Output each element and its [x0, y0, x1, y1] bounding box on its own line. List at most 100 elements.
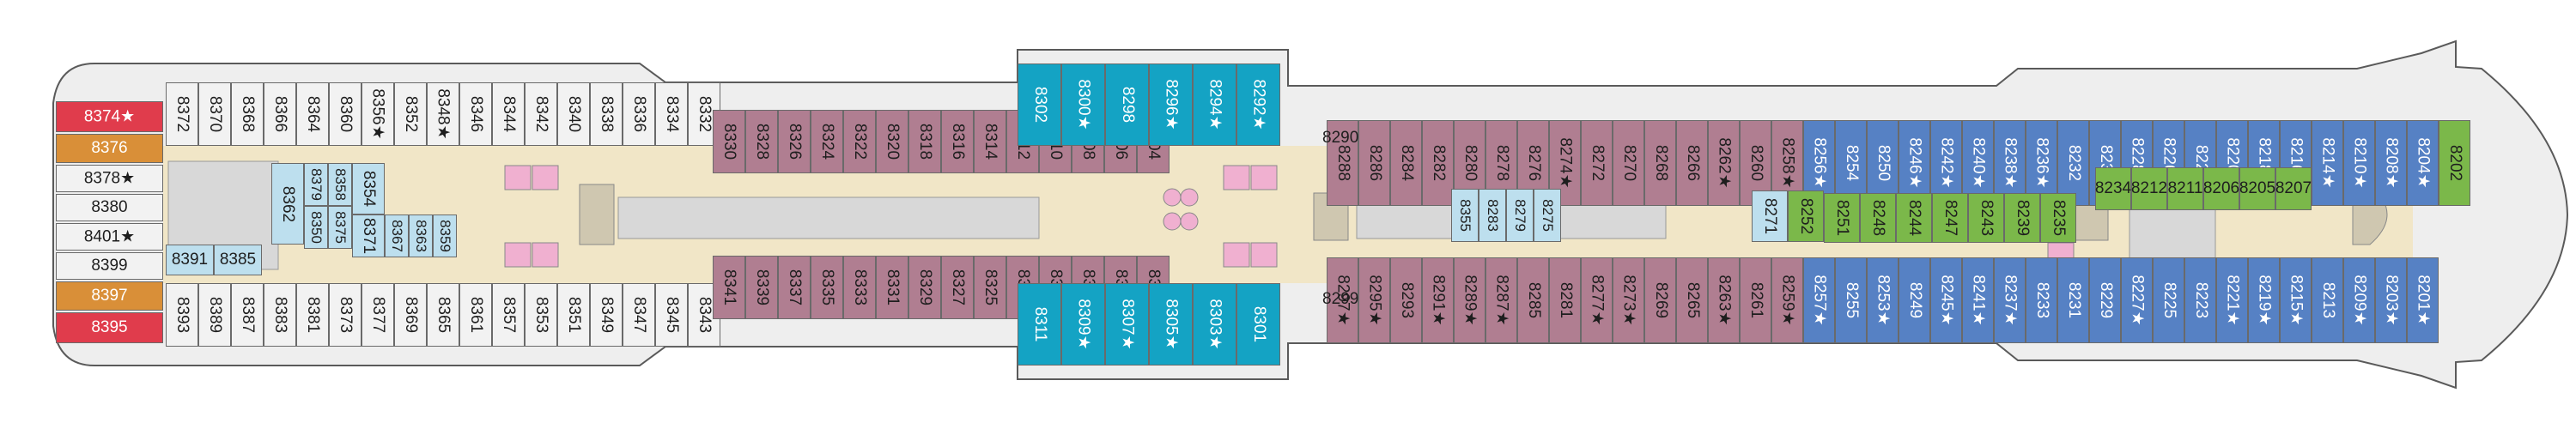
cabin-8301[interactable]: 8301 [1236, 283, 1280, 366]
cabin-8361[interactable]: 8361 [459, 283, 492, 347]
cabin-8351[interactable]: 8351 [557, 283, 590, 347]
cabin-8285[interactable]: 8285 [1517, 257, 1549, 343]
cabin-8229[interactable]: 8229 [2089, 257, 2121, 343]
cabin-8250[interactable]: 8250 [1867, 120, 1899, 206]
cabin-8324[interactable]: 8324 [811, 110, 843, 173]
cabin-8231[interactable]: 8231 [2057, 257, 2089, 343]
cabin-8333[interactable]: 8333 [843, 256, 876, 319]
cabin-8238[interactable]: 8238★ [1994, 120, 2026, 206]
cabin-8245[interactable]: 8245★ [1930, 257, 1962, 343]
cabin-8261[interactable]: 8261 [1740, 257, 1771, 343]
cabin-8287[interactable]: 8287★ [1485, 257, 1517, 343]
cabin-8335[interactable]: 8335 [811, 256, 843, 319]
cabin-8251[interactable]: 8251 [1824, 193, 1860, 243]
cabin-8289[interactable]: 8289★ [1454, 257, 1485, 343]
cabin-8383[interactable]: 8383 [264, 283, 296, 347]
cabin-8363[interactable]: 8363 [409, 214, 433, 257]
cabin-8263[interactable]: 8263★ [1708, 257, 1740, 343]
cabin-8327[interactable]: 8327 [941, 256, 974, 319]
cabin-8354[interactable]: 8354 [352, 163, 385, 214]
cabin-8369[interactable]: 8369 [394, 283, 427, 347]
cabin-8314[interactable]: 8314 [974, 110, 1006, 173]
cabin-8291[interactable]: 8291★ [1422, 257, 1454, 343]
cabin-8282[interactable]: 8282 [1422, 120, 1454, 206]
cabin-8270[interactable]: 8270 [1613, 120, 1644, 206]
cabin-8358[interactable]: 8358 [328, 163, 352, 206]
cabin-8307[interactable]: 8307★ [1105, 283, 1149, 366]
cabin-8212[interactable]: 8212 [2131, 167, 2167, 210]
cabin-8345[interactable]: 8345 [655, 283, 688, 347]
cabin-8215[interactable]: 8215★ [2280, 257, 2312, 343]
cabin-8234[interactable]: 8234 [2095, 167, 2131, 210]
cabin-8349[interactable]: 8349 [590, 283, 623, 347]
cabin-8221[interactable]: 8221★ [2216, 257, 2248, 343]
cabin-8305[interactable]: 8305★ [1149, 283, 1193, 366]
cabin-8206[interactable]: 8206 [2203, 167, 2239, 210]
cabin-8246[interactable]: 8246★ [1899, 120, 1930, 206]
cabin-8399[interactable]: 8399 [56, 252, 163, 280]
cabin-8210[interactable]: 8210★ [2343, 120, 2375, 206]
cabin-8249[interactable]: 8249 [1899, 257, 1930, 343]
cabin-8350[interactable]: 8350 [304, 206, 328, 249]
cabin-8387[interactable]: 8387 [231, 283, 264, 347]
cabin-8243[interactable]: 8243 [1968, 193, 2004, 243]
cabin-8373[interactable]: 8373 [329, 283, 361, 347]
cabin-8364[interactable]: 8364 [296, 82, 329, 146]
cabin-8240[interactable]: 8240★ [1962, 120, 1994, 206]
cabin-8298[interactable]: 8298 [1105, 63, 1149, 146]
cabin-8269[interactable]: 8269 [1644, 257, 1676, 343]
cabin-8213[interactable]: 8213 [2312, 257, 2343, 343]
cabin-8255[interactable]: 8255 [1835, 257, 1867, 343]
cabin-8296[interactable]: 8296★ [1149, 63, 1193, 146]
cabin-8208[interactable]: 8208★ [2375, 120, 2407, 206]
cabin-8293[interactable]: 8293 [1390, 257, 1422, 343]
cabin-8302[interactable]: 8302 [1018, 63, 1061, 146]
cabin-8393[interactable]: 8393 [166, 283, 198, 347]
cabin-8279[interactable]: 8279 [1506, 189, 1534, 242]
cabin-8339[interactable]: 8339 [745, 256, 778, 319]
cabin-8344[interactable]: 8344 [492, 82, 525, 146]
cabin-8353[interactable]: 8353 [525, 283, 557, 347]
cabin-8254[interactable]: 8254 [1835, 120, 1867, 206]
cabin-8320[interactable]: 8320 [876, 110, 908, 173]
cabin-8346[interactable]: 8346 [459, 82, 492, 146]
cabin-8340[interactable]: 8340 [557, 82, 590, 146]
cabin-8401[interactable]: 8401★ [56, 223, 163, 251]
cabin-8223[interactable]: 8223 [2184, 257, 2216, 343]
cabin-8205[interactable]: 8205 [2239, 167, 2275, 210]
cabin-8295[interactable]: 8295★ [1358, 257, 1390, 343]
cabin-8297[interactable]: 8297★ [1327, 257, 1358, 343]
cabin-8259[interactable]: 8259★ [1771, 257, 1803, 343]
cabin-8341[interactable]: 8341 [713, 256, 745, 319]
cabin-8265[interactable]: 8265 [1676, 257, 1708, 343]
cabin-8330[interactable]: 8330 [713, 110, 745, 173]
cabin-8375[interactable]: 8375 [328, 206, 352, 249]
cabin-8381[interactable]: 8381 [296, 283, 329, 347]
cabin-8273[interactable]: 8273★ [1613, 257, 1644, 343]
cabin-8309[interactable]: 8309★ [1061, 283, 1105, 366]
cabin-8303[interactable]: 8303★ [1193, 283, 1236, 366]
cabin-8397[interactable]: 8397 [56, 281, 163, 311]
cabin-8378[interactable]: 8378★ [56, 165, 163, 192]
cabin-8367[interactable]: 8367 [385, 214, 409, 257]
cabin-8294[interactable]: 8294★ [1193, 63, 1236, 146]
cabin-8262[interactable]: 8262★ [1708, 120, 1740, 206]
cabin-8207[interactable]: 8207 [2275, 167, 2312, 210]
cabin-8389[interactable]: 8389 [198, 283, 231, 347]
cabin-8368[interactable]: 8368 [231, 82, 264, 146]
cabin-8237[interactable]: 8237★ [1994, 257, 2026, 343]
cabin-8379[interactable]: 8379 [304, 163, 328, 206]
cabin-8365[interactable]: 8365 [427, 283, 459, 347]
cabin-8236[interactable]: 8236★ [2026, 120, 2057, 206]
cabin-8374[interactable]: 8374★ [56, 101, 163, 132]
cabin-8202[interactable]: 8202 [2439, 120, 2470, 206]
cabin-8283[interactable]: 8283 [1479, 189, 1506, 242]
cabin-8326[interactable]: 8326 [778, 110, 811, 173]
cabin-8288[interactable]: 8288 [1327, 120, 1358, 206]
cabin-8203[interactable]: 8203★ [2375, 257, 2407, 343]
cabin-8272[interactable]: 8272 [1581, 120, 1613, 206]
cabin-8391[interactable]: 8391 [166, 245, 214, 275]
cabin-8356[interactable]: 8356★ [361, 82, 394, 146]
cabin-8355[interactable]: 8355 [1451, 189, 1479, 242]
cabin-8292[interactable]: 8292★ [1236, 63, 1280, 146]
